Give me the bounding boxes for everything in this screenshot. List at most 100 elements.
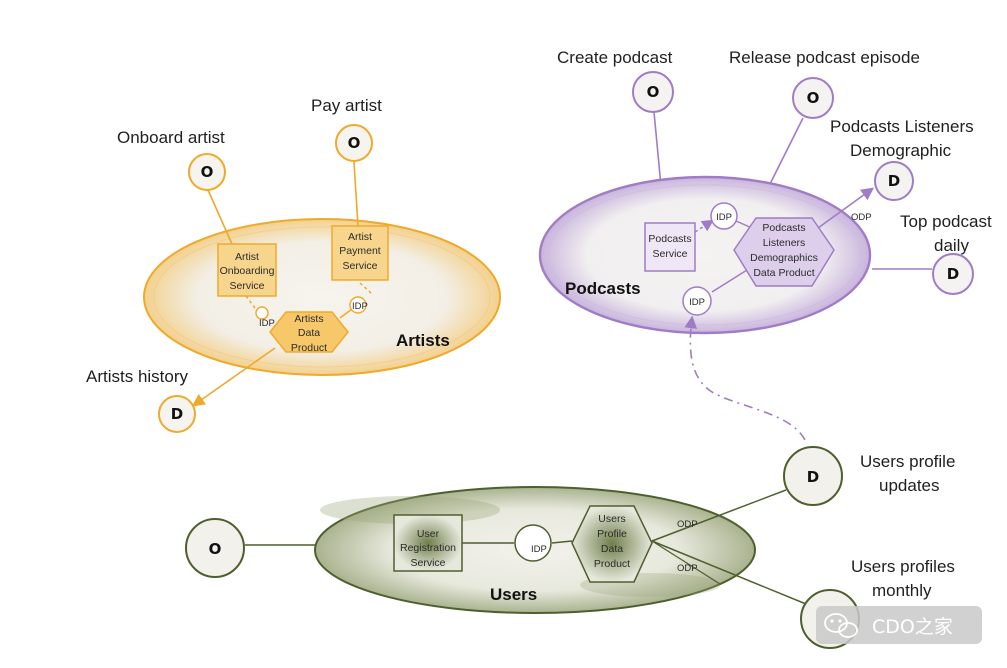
podcasts-idp-top-label: IDP (716, 212, 732, 223)
artists-domain-inner-ring (153, 226, 491, 368)
wechat-icon (824, 613, 858, 638)
top-podcast-node-letter: D (947, 265, 959, 283)
top-podcast-node[interactable] (932, 253, 974, 295)
artists-history-node-letter: D (171, 405, 183, 423)
watermark-backdrop (816, 606, 982, 644)
podcasts-odp-label: ODP (851, 212, 872, 223)
release-podcast-node[interactable] (792, 77, 834, 119)
podcasts-data-product-line-1: Podcasts (762, 222, 805, 234)
artists-history-arrow (191, 347, 276, 407)
artists-idp-right-port[interactable] (349, 296, 367, 314)
pay-artist-node-letter: O (348, 134, 361, 152)
pay-artist-node[interactable] (335, 124, 373, 162)
create-podcast-node-letter: O (647, 83, 660, 101)
release-podcast-connector (767, 117, 804, 189)
podcasts-idp-bottom-label: IDP (689, 297, 705, 308)
podcasts-idp-bottom-to-product (711, 269, 748, 293)
podcasts-product-to-demographic (817, 187, 875, 229)
users-profile-updates-label-line-2: updates (879, 476, 940, 495)
podcasts-data-product-line-4: Data Product (753, 267, 814, 279)
users-profiles-monthly-label-line-2: monthly (872, 581, 932, 600)
release-podcast-node-letter: O (807, 89, 820, 107)
onboard-artist-node[interactable] (188, 153, 226, 191)
users-odp-bottom-label: ODP (677, 563, 698, 574)
users-profiles-monthly-label-line-1: Users profiles (851, 557, 955, 576)
podcasts-service[interactable] (644, 222, 696, 272)
podcasts-domain-label: Podcasts (565, 279, 641, 298)
artist-payment-service-line-3: Service (342, 260, 377, 272)
user-registration-service-line-3: Service (410, 557, 445, 569)
top-podcast-label-line-2: daily (934, 236, 969, 255)
users-profile-updates-label-line-1: Users profile (860, 452, 955, 471)
top-podcast-label-line-1: Top podcast (900, 212, 992, 231)
artists-history-label: Artists history (86, 367, 189, 386)
podcasts-data-product-line-2: Listeners (763, 237, 806, 249)
release-podcast-label: Release podcast episode (729, 48, 920, 67)
pay-artist-label: Pay artist (311, 96, 382, 115)
artist-onboarding-service-line-2: Onboarding (220, 265, 275, 277)
create-podcast-connector (653, 111, 662, 187)
podcasts-data-product[interactable] (733, 217, 835, 287)
demographic-node[interactable] (874, 161, 914, 201)
users-profile-updates-node[interactable] (783, 446, 843, 506)
users-operational-node[interactable] (185, 518, 245, 578)
artists-data-product-line-1: Artists (294, 313, 323, 325)
artists-history-node[interactable] (158, 395, 196, 433)
user-registration-service-line-2: Registration (400, 542, 456, 554)
artists-domain-label: Artists (396, 331, 450, 350)
demographic-label-line-1: Podcasts Listeners (830, 117, 974, 136)
podcasts-service-line-2: Service (652, 248, 687, 260)
users-to-podcasts-dashed-flow (684, 315, 806, 441)
artists-idp-right-dashed (359, 282, 373, 295)
artists-onboard-connector (207, 189, 233, 245)
demographic-label-line-2: Demographic (850, 141, 952, 160)
artist-onboarding-service-line-1: Artist (235, 251, 259, 263)
artist-payment-service-line-1: Artist (348, 231, 372, 243)
artists-data-product-line-2: Data (298, 327, 320, 339)
demographic-node-letter: D (888, 172, 900, 190)
podcasts-domain-boundary (538, 175, 872, 335)
artists-idp-left-label: IDP (259, 318, 275, 329)
users-profile-data-product-line-4: Product (594, 558, 630, 570)
podcasts-domain-inner-ring (548, 184, 862, 326)
artists-idp-to-product (339, 308, 353, 319)
users-idp-to-product (551, 540, 573, 544)
users-profile-data-product-line-2: Profile (597, 528, 627, 540)
users-odp-bottom-edge (651, 540, 721, 585)
user-registration-service-line-1: User (417, 528, 440, 540)
watermark: CDO之家 (816, 606, 982, 644)
users-domain-label: Users (490, 585, 537, 604)
artists-data-product[interactable] (269, 311, 349, 353)
onboard-artist-node-letter: O (201, 163, 214, 181)
user-registration-service[interactable] (393, 514, 463, 572)
watermark-text: CDO之家 (872, 616, 953, 638)
users-domain: User Registration Service IDP Users Prof… (185, 446, 955, 649)
onboard-artist-label: Onboard artist (117, 128, 225, 147)
artist-onboarding-service-line-3: Service (229, 280, 264, 292)
artists-data-product-line-3: Product (291, 342, 327, 354)
create-podcast-label: Create podcast (557, 48, 673, 67)
artists-pay-connector (353, 161, 359, 227)
users-profile-data-product[interactable] (571, 505, 653, 583)
podcasts-domain: Podcasts Service Podcasts Listeners Demo… (538, 48, 992, 335)
users-product-to-updates (651, 489, 787, 542)
podcasts-service-line-1: Podcasts (648, 233, 691, 245)
podcasts-idp-bottom-port[interactable] (682, 286, 712, 316)
users-idp-label: IDP (531, 544, 547, 555)
artists-domain: Artist Onboarding Service Artist Payment… (86, 96, 501, 433)
podcasts-idp-top-port[interactable] (710, 202, 738, 230)
users-profile-updates-node-letter: D (807, 468, 819, 486)
artist-onboarding-service[interactable] (217, 243, 277, 297)
artist-payment-service[interactable] (331, 225, 389, 281)
users-operational-node-letter: O (209, 540, 222, 558)
artists-idp-right-label: IDP (352, 301, 368, 312)
users-odp-top-label: ODP (677, 519, 698, 530)
artists-idp-left-port[interactable] (255, 306, 269, 320)
podcasts-data-product-line-3: Demographics (750, 252, 818, 264)
artist-payment-service-line-2: Payment (339, 245, 381, 257)
create-podcast-node[interactable] (632, 71, 674, 113)
users-profile-data-product-line-3: Data (601, 543, 623, 555)
users-profile-data-product-line-1: Users (598, 513, 625, 525)
users-idp-port[interactable] (514, 524, 552, 562)
